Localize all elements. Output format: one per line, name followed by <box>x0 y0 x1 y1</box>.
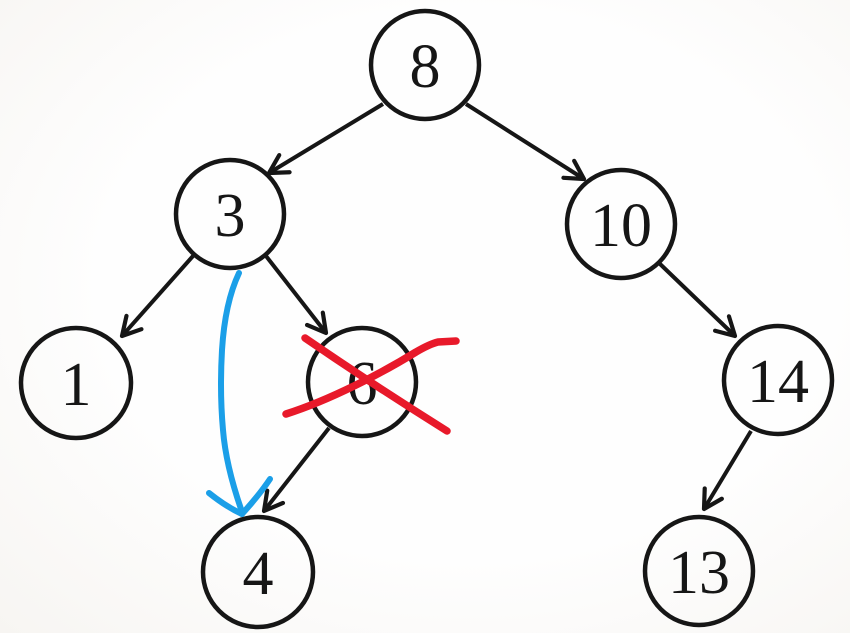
node-circle <box>18 325 134 441</box>
node-value: 14 <box>747 348 809 416</box>
tree-node-10: 10 <box>564 167 678 281</box>
node-value: 8 <box>410 33 441 101</box>
arrowhead-right-wing <box>239 476 273 517</box>
node-circle <box>173 157 287 271</box>
tree-node-1: 1 <box>18 325 134 441</box>
arrow-shaft <box>217 270 244 512</box>
node-circle <box>564 167 678 281</box>
edge-3-6 <box>264 254 329 336</box>
node-circle <box>305 325 419 439</box>
edge-8-3 <box>266 102 385 176</box>
node-circle <box>642 514 756 628</box>
cross-out-stroke-up <box>282 337 460 418</box>
tree-nodes: 8 3 10 1 6 14 <box>18 8 835 630</box>
tree-node-8: 8 <box>368 8 482 122</box>
tree-edges <box>119 102 753 514</box>
cross-out-stroke-down <box>301 334 451 435</box>
node-value: 10 <box>590 192 652 260</box>
node-value: 13 <box>668 539 730 607</box>
tree-node-13: 13 <box>642 514 756 628</box>
node-circle <box>721 323 835 437</box>
tree-node-14: 14 <box>721 323 835 437</box>
node-value: 3 <box>215 182 246 250</box>
cross-out-annotation <box>282 334 460 435</box>
edge-6-4 <box>261 426 331 514</box>
node-value: 1 <box>61 351 92 419</box>
edge-8-10 <box>464 102 587 182</box>
tree-node-4: 4 <box>200 514 316 630</box>
node-circle <box>368 8 482 122</box>
node-value: 4 <box>243 540 274 608</box>
node-circle <box>200 514 316 630</box>
edge-3-1 <box>119 254 195 339</box>
tree-node-3: 3 <box>173 157 287 271</box>
edge-10-14 <box>657 261 738 339</box>
edge-14-13 <box>701 429 753 512</box>
arrowhead-left-wing <box>206 490 245 517</box>
replacement-arrow-annotation <box>206 270 273 517</box>
